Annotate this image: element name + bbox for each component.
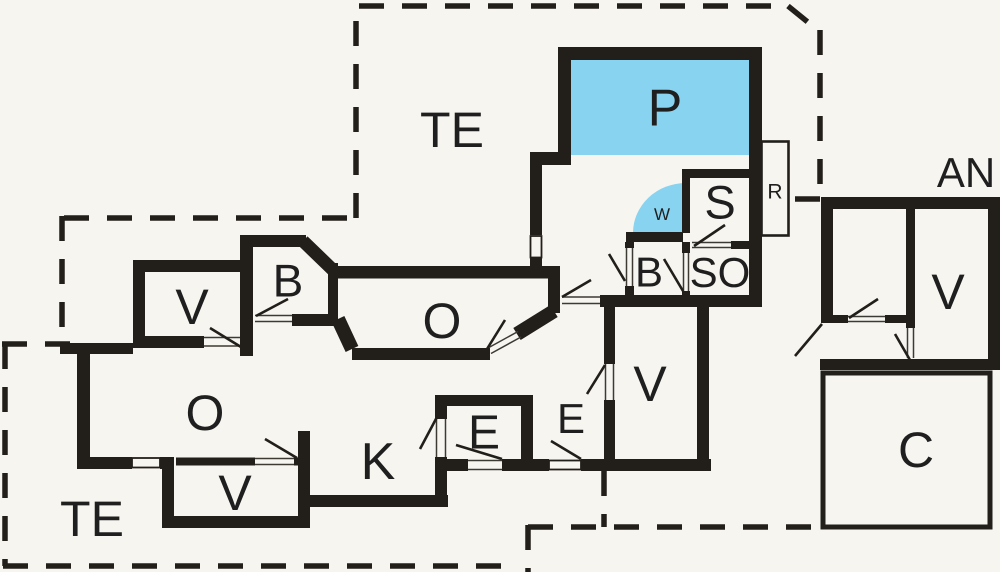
svg-text:SO: SO (690, 249, 751, 296)
svg-text:E: E (468, 407, 500, 460)
svg-text:V: V (218, 465, 252, 521)
svg-text:V: V (931, 264, 965, 320)
svg-text:S: S (704, 176, 735, 229)
svg-text:TE: TE (60, 491, 124, 547)
svg-text:TE: TE (420, 102, 484, 158)
svg-text:K: K (361, 433, 396, 491)
svg-text:O: O (186, 385, 225, 441)
svg-text:O: O (423, 293, 462, 349)
svg-text:P: P (648, 80, 683, 138)
svg-text:V: V (633, 356, 667, 412)
svg-text:AN: AN (937, 149, 995, 196)
svg-text:C: C (898, 422, 934, 478)
svg-text:B: B (635, 249, 663, 296)
svg-text:W: W (654, 205, 670, 224)
svg-text:R: R (767, 181, 782, 204)
svg-text:V: V (175, 279, 209, 335)
svg-text:B: B (273, 255, 304, 307)
svg-text:E: E (557, 395, 585, 442)
